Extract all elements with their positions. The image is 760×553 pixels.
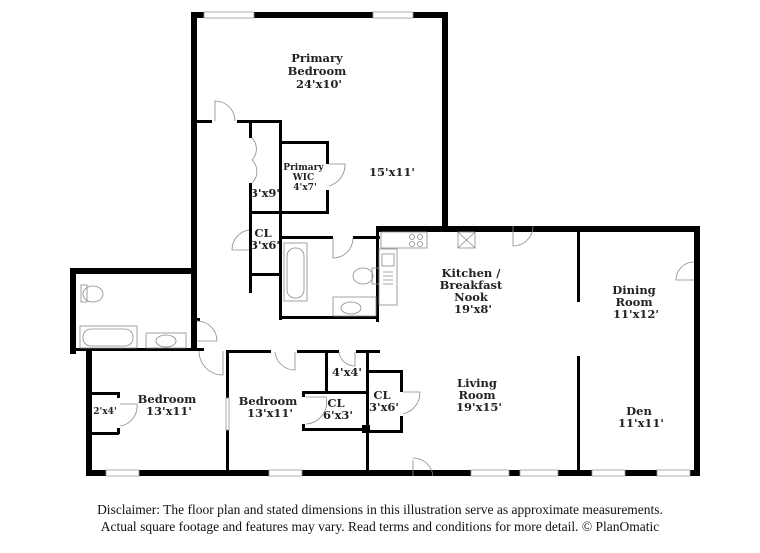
doors: [119, 100, 695, 477]
room-label-closet-4x4: 4'x4': [332, 365, 362, 379]
fixtures: [79, 231, 476, 349]
windows: [105, 11, 691, 477]
room-labels: Primary Bedroom 24'x10' 15'x11' Primary …: [93, 51, 664, 430]
room-label-primary-bedroom: Primary Bedroom 24'x10': [288, 51, 351, 91]
room-label-den: Den 11'x11': [618, 404, 664, 430]
room-label-closet-cl-6x3: CL 6'x3': [323, 396, 353, 422]
room-label-bedroom-middle: Bedroom 13'x11': [239, 394, 302, 420]
room-label-dining-room: Dining Room 11'x12': [612, 283, 660, 321]
disclaimer-line-2: Actual square footage and features may v…: [100, 519, 660, 534]
room-label-closet-3x9: 3'x9': [250, 186, 280, 200]
room-label-primary-wic: Primary WIC 4'x7': [283, 163, 326, 193]
room-label-closet-cl-3x6-top: CL 3'x6': [250, 226, 280, 252]
room-label-bedroom-left: Bedroom 13'x11': [138, 392, 201, 418]
room-label-closet-2x4: 2'x4': [93, 407, 116, 417]
disclaimer-line-1: Disclaimer: The floor plan and stated di…: [97, 502, 663, 517]
walls: [70, 12, 700, 476]
room-label-kitchen: Kitchen / Breakfast Nook 19'x8': [440, 266, 507, 316]
room-label-closet-cl-3x6-bottom: CL 3'x6': [369, 388, 399, 414]
room-label-living-room: Living Room 19'x15': [456, 376, 502, 414]
room-label-primary-bedroom-ext: 15'x11': [369, 165, 415, 179]
